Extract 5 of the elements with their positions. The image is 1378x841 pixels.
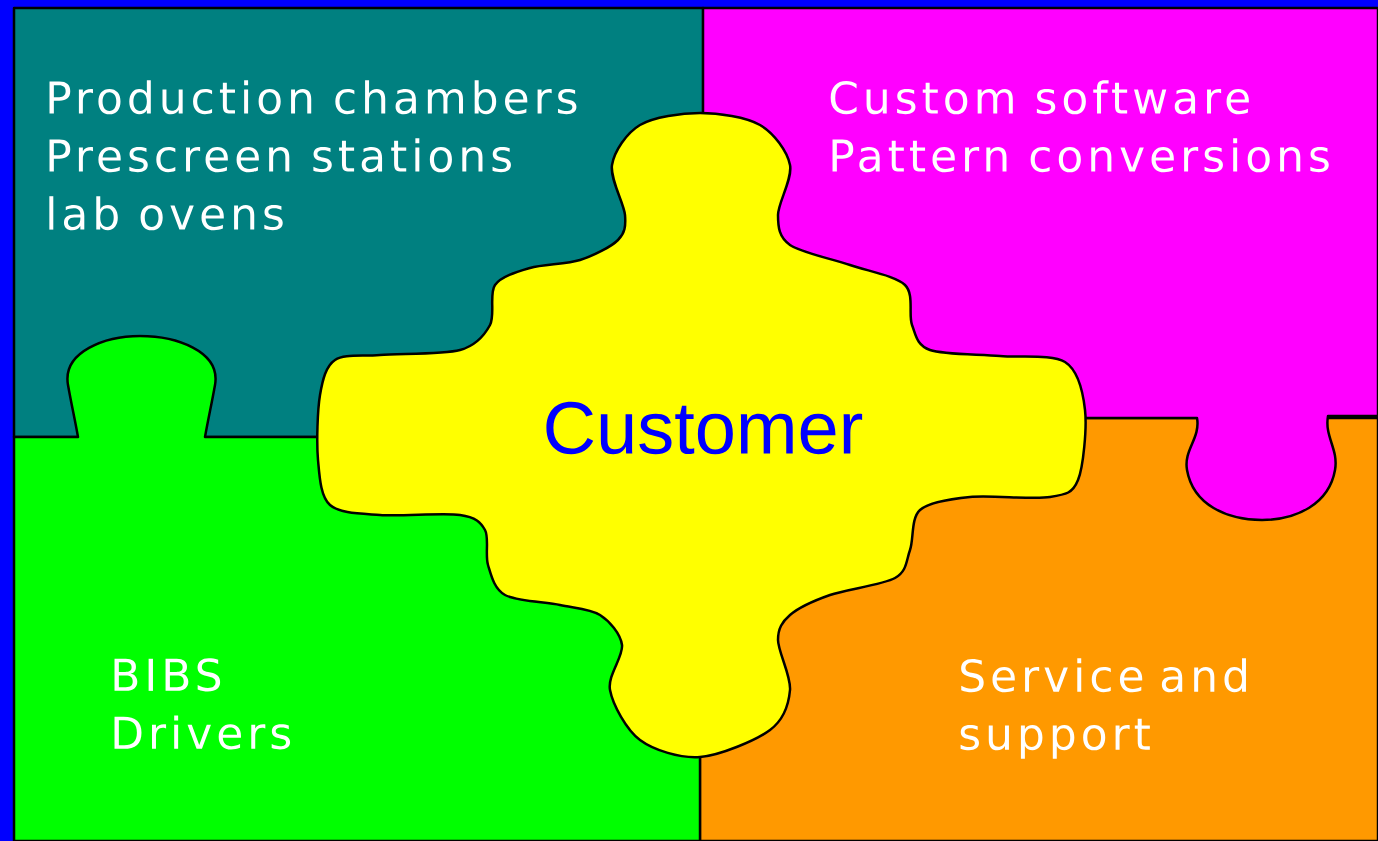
- center-label: Customer: [546, 401, 863, 455]
- piece-label: Service and support: [960, 658, 1246, 759]
- piece-label: Custom software Pattern conversions: [830, 80, 1329, 173]
- piece-label: Production chambers Prescreen stations lab ovens: [49, 80, 577, 231]
- piece-label: BIBS Drivers: [114, 658, 291, 750]
